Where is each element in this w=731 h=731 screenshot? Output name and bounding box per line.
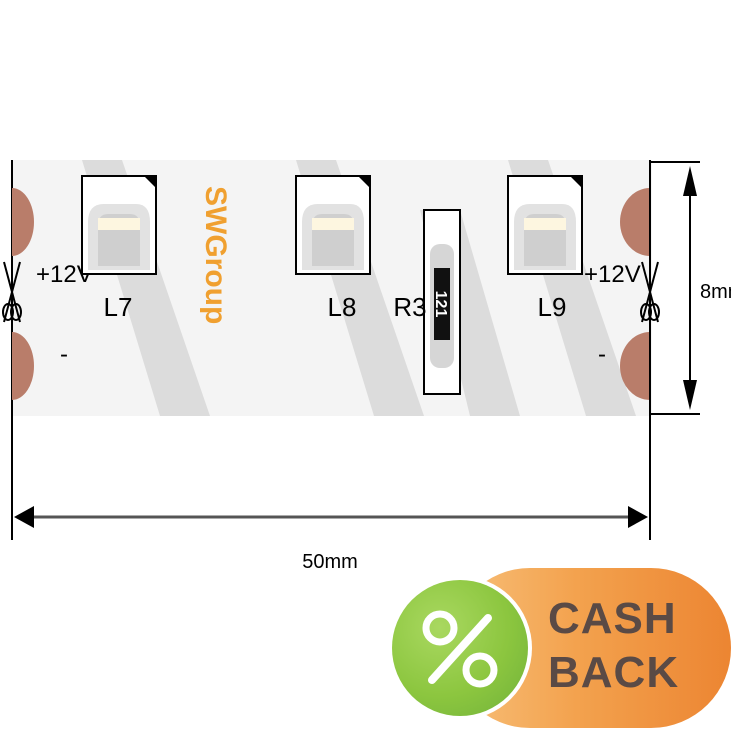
arrow-left-icon [14, 506, 34, 528]
length-label: 50mm [302, 551, 358, 573]
led-l7 [81, 175, 157, 275]
resistor-code: 121 [432, 291, 449, 318]
left-pad-minus [12, 332, 34, 400]
left-cut-icon [2, 261, 22, 323]
percent-icon [422, 610, 498, 688]
led-label: L8 [328, 292, 357, 322]
right-pad-plus [620, 188, 650, 256]
led-label: L9 [538, 292, 567, 322]
brand-logo-text: SWGroup [199, 186, 232, 324]
width-label: 8mm [700, 281, 731, 303]
cash-back-badge[interactable]: CASH BACK [388, 568, 731, 728]
right-pad-minus [620, 332, 650, 400]
right-minus-label: - [598, 341, 606, 368]
led-l8 [295, 175, 371, 275]
length-dimension [14, 506, 648, 528]
led-l9 [507, 175, 583, 275]
right-plus-label: +12V [584, 261, 641, 288]
badge-line-2: BACK [548, 648, 680, 697]
badge-line-1: CASH [548, 594, 677, 643]
width-dimension [650, 161, 700, 415]
right-cut-icon [640, 261, 660, 323]
left-minus-label: - [60, 341, 68, 368]
left-pad-plus [12, 188, 34, 256]
resistor-label: R3 [393, 292, 426, 322]
led-label: L7 [104, 292, 133, 322]
arrow-right-icon [628, 506, 648, 528]
badge-text: CASH BACK [548, 592, 728, 700]
resistor-r3: 121 [423, 209, 461, 395]
arrow-down-icon [683, 380, 697, 410]
arrow-up-icon [683, 166, 697, 196]
